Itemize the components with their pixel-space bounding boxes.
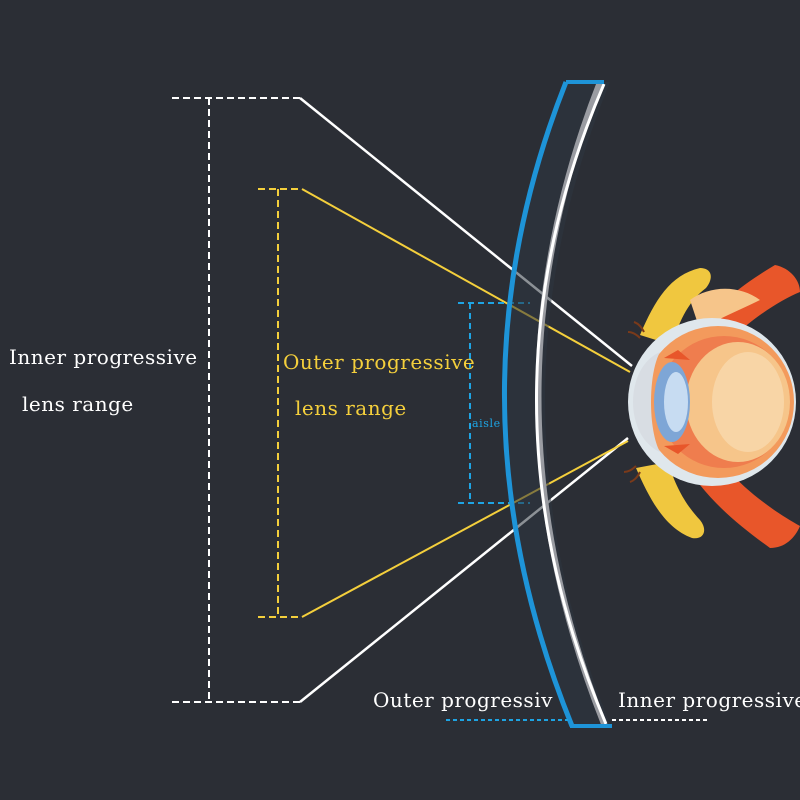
- crystalline-lens: [664, 372, 688, 432]
- aisle-label: aisle: [472, 417, 501, 430]
- eyeball-vitreous: [712, 352, 784, 452]
- lens-cross-section: [501, 80, 612, 728]
- outer-range-label-line2: lens range: [295, 396, 407, 420]
- lower-eyelid: [636, 462, 705, 539]
- inner-ray-top: [299, 97, 633, 367]
- outer-range-label-line1: Outer progressive: [283, 350, 476, 374]
- upper-eyelid: [640, 268, 711, 345]
- inner-range-label-line1: Inner progressive: [9, 345, 198, 369]
- lower-muscle: [700, 470, 800, 548]
- cornea: [633, 352, 660, 452]
- inner-progressive-surface: [535, 83, 608, 725]
- outer-ray-bottom: [301, 440, 629, 618]
- inner-range-label-line2: lens range: [22, 392, 134, 416]
- outer-range-marker: [258, 188, 631, 618]
- inner-progressive-surface-label: Inner progressive: [618, 688, 800, 712]
- lens-body: [503, 82, 610, 724]
- outer-ray-top: [301, 188, 631, 373]
- outer-progressive-surface-label: Outer progressiv: [373, 688, 553, 712]
- eye-illustration-icon: [623, 265, 800, 548]
- eyelashes: [623, 321, 645, 483]
- outer-progressive-surface: [501, 81, 575, 727]
- inner-ray-bottom: [299, 437, 629, 703]
- inner-range-marker: [172, 97, 633, 703]
